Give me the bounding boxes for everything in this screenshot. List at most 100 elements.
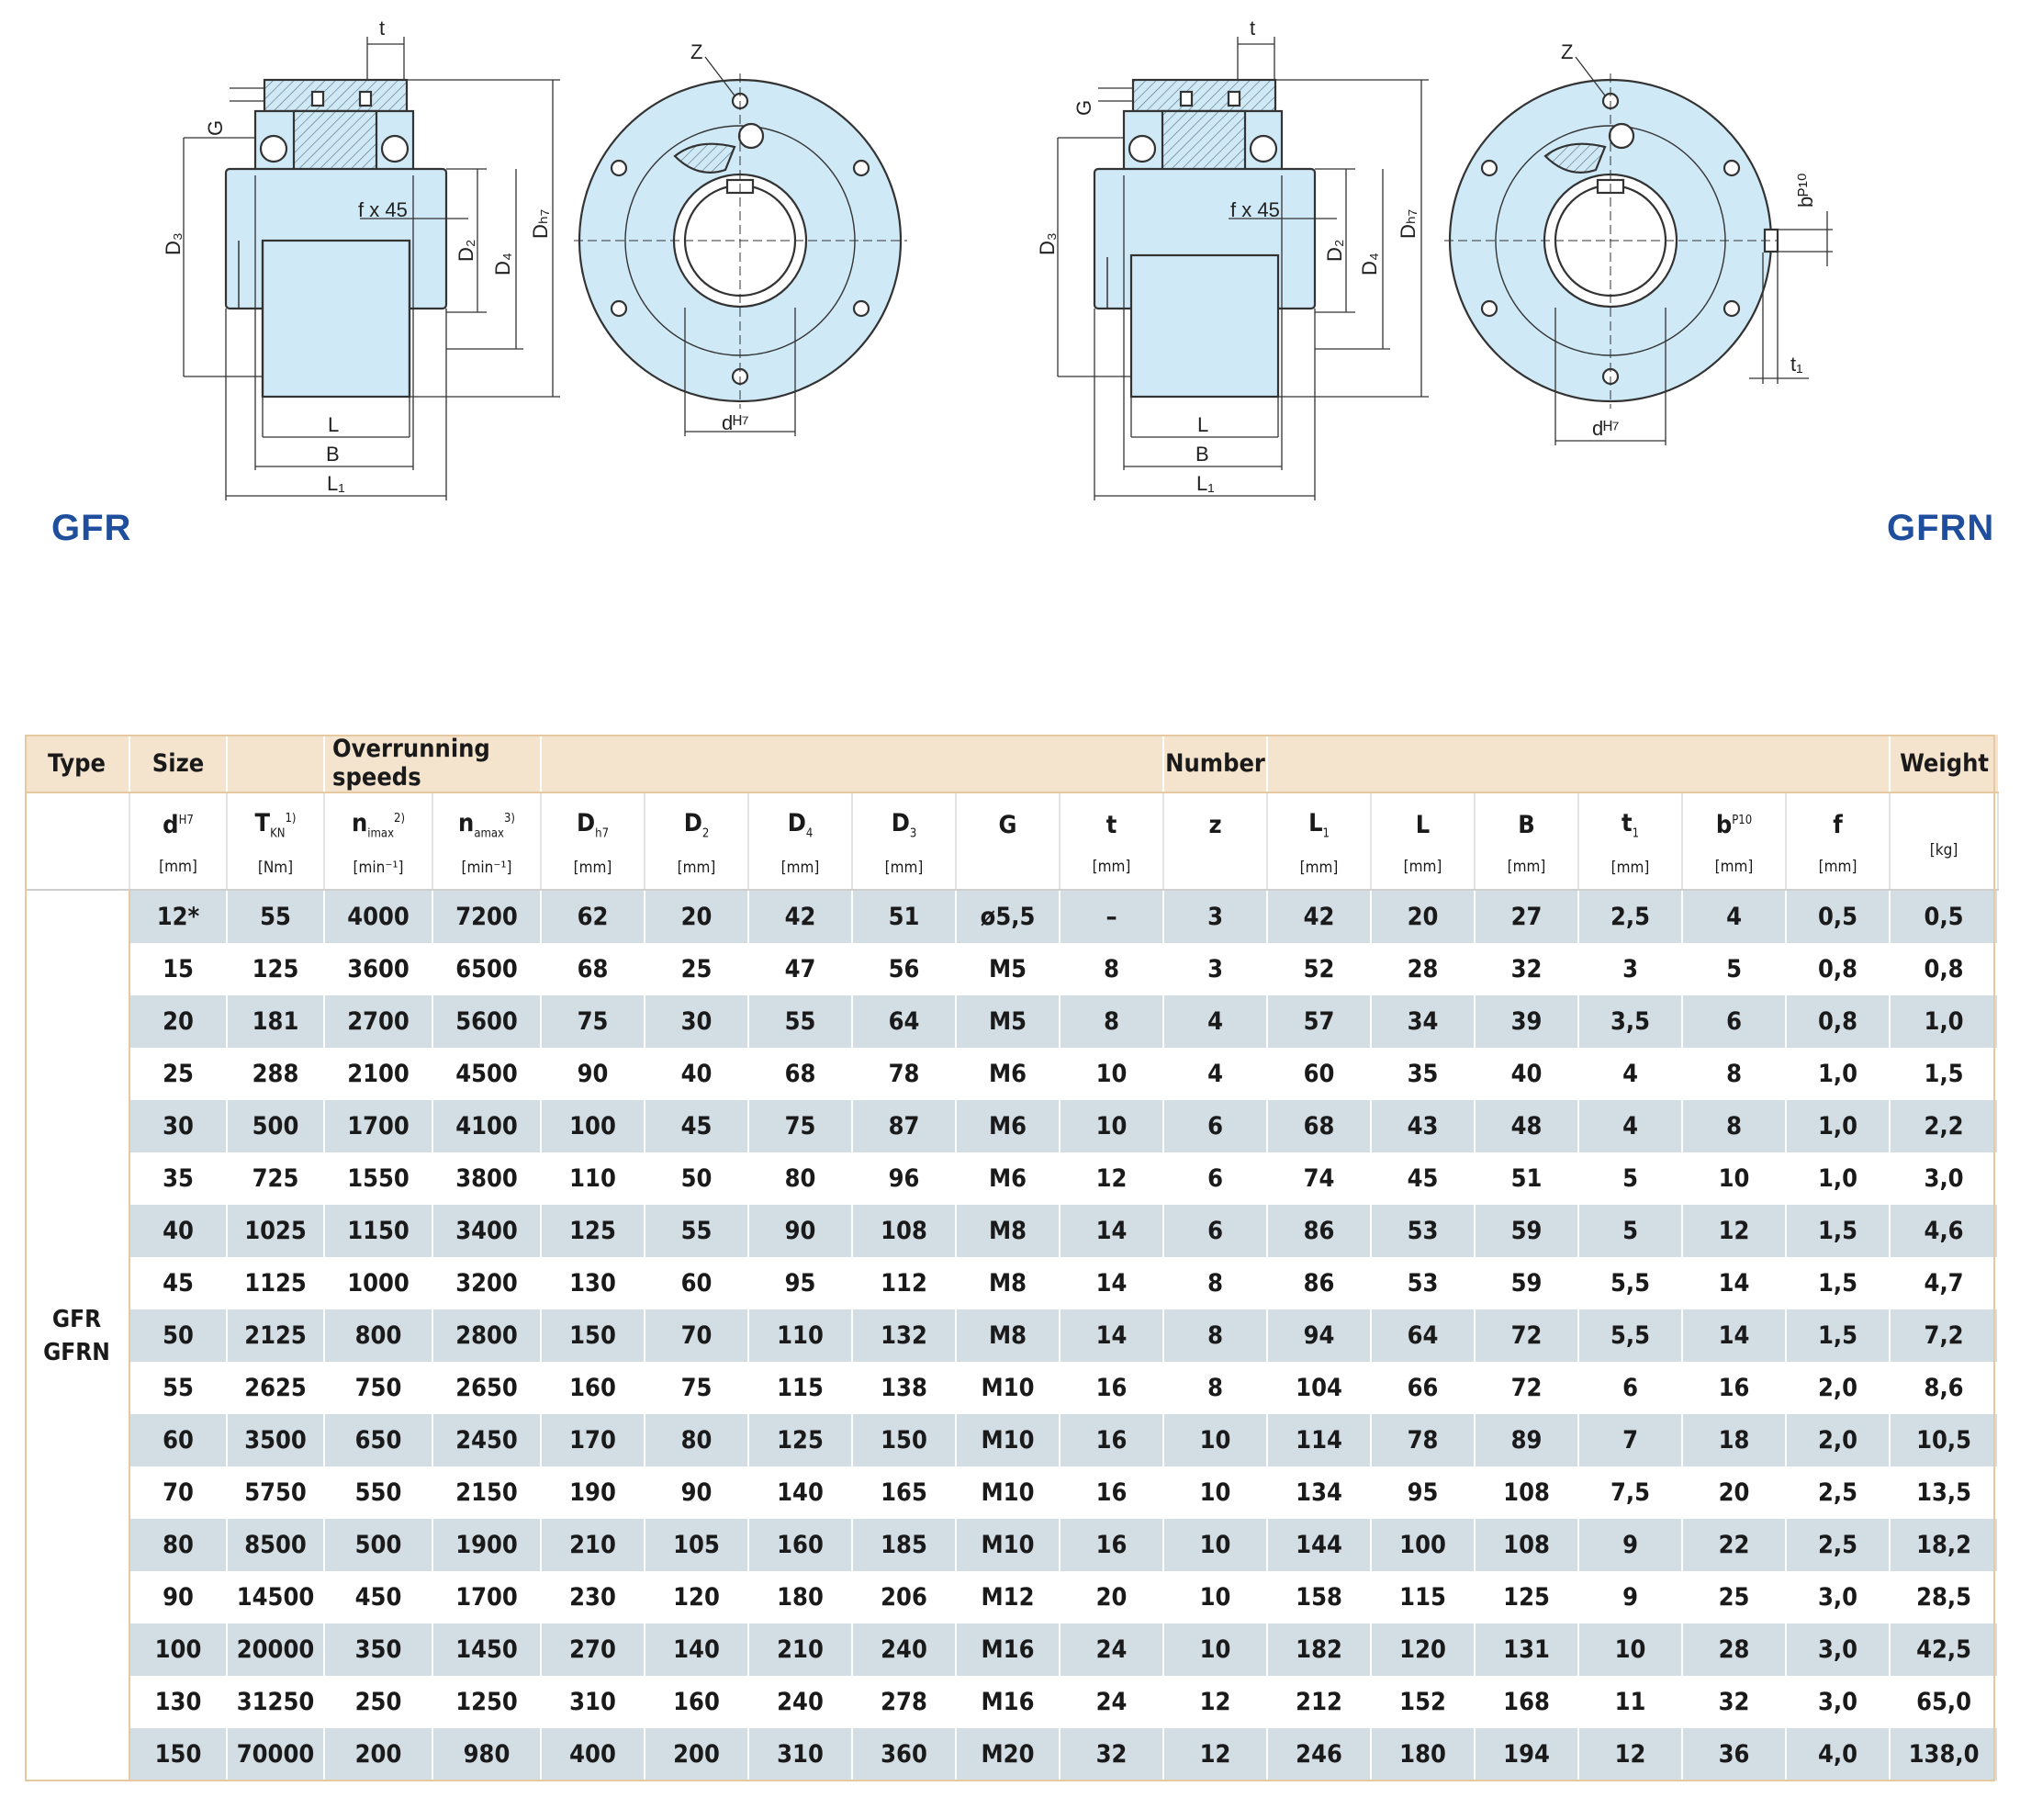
table-cell: 64 <box>1371 1309 1476 1362</box>
table-cell: 10 <box>1163 1414 1269 1466</box>
table-cell: 0,8 <box>1786 995 1891 1048</box>
column-unit: [mm] <box>780 859 820 878</box>
table-cell: 108 <box>1475 1519 1580 1571</box>
table-cell: 7,5 <box>1578 1466 1684 1519</box>
table-cell: 725 <box>227 1152 325 1205</box>
table-cell: 59 <box>1475 1205 1580 1257</box>
column-header: D4[mm] <box>748 792 853 891</box>
table-cell: 10 <box>1163 1466 1269 1519</box>
table-cell: 86 <box>1267 1205 1373 1257</box>
header-blank-3 <box>1267 735 1891 793</box>
label-z: Z <box>1561 40 1573 63</box>
table-cell: 40 <box>645 1048 749 1100</box>
table-cell: 89 <box>1475 1414 1580 1466</box>
column-unit: [min⁻¹] <box>461 859 512 878</box>
table-cell: 45 <box>1371 1152 1476 1205</box>
column-symbol: f <box>1833 810 1843 839</box>
table-cell: 270 <box>541 1623 645 1676</box>
table-cell: 90 <box>129 1571 228 1623</box>
table-cell: 500 <box>324 1519 433 1571</box>
table-cell: 130 <box>129 1676 228 1728</box>
table-cell: 158 <box>1267 1571 1373 1623</box>
table-cell: 150 <box>541 1309 645 1362</box>
table-cell: 7 <box>1578 1414 1684 1466</box>
label-l: L <box>328 413 339 436</box>
label-fx45: f x 45 <box>1230 198 1280 221</box>
table-cell: M8 <box>956 1257 1060 1309</box>
table-cell: 6500 <box>432 943 542 995</box>
table-cell: 25 <box>645 943 749 995</box>
table-cell: 75 <box>748 1100 853 1152</box>
table-cell: 1,5 <box>1786 1205 1891 1257</box>
column-unit: [mm] <box>1507 857 1546 876</box>
table-cell: 1,0 <box>1890 995 2000 1048</box>
column-unit: [mm] <box>1299 859 1339 878</box>
table-cell: 2,0 <box>1786 1362 1891 1414</box>
table-cell: 10 <box>1060 1048 1165 1100</box>
column-unit <box>957 858 1059 876</box>
table-cell: 80 <box>748 1152 853 1205</box>
column-unit: [kg] <box>1929 841 1958 859</box>
gfrn-front-view <box>1444 56 1833 445</box>
table-cell: 3 <box>1163 943 1269 995</box>
label-dh7: Dₕ₇ <box>1397 209 1420 239</box>
table-cell: 0,5 <box>1786 890 1891 943</box>
table-cell: 278 <box>852 1676 957 1728</box>
table-cell: 16 <box>1060 1466 1165 1519</box>
table-group-header-row: Type Size Overrunning speeds Number Weig… <box>25 735 1999 793</box>
label-dh7: Dₕ₇ <box>529 209 552 239</box>
table-cell: 190 <box>541 1466 645 1519</box>
table-cell: 185 <box>852 1519 957 1571</box>
table-cell: M6 <box>956 1048 1060 1100</box>
table-cell: 2,5 <box>1578 890 1684 943</box>
table-cell: 0,8 <box>1786 943 1891 995</box>
table-cell: 138,0 <box>1890 1728 2000 1781</box>
table-cell: 800 <box>324 1309 433 1362</box>
table-cell: 125 <box>541 1205 645 1257</box>
table-cell: 144 <box>1267 1519 1373 1571</box>
drawing-canvas: t G D₃ f x 45 D₂ D₄ Dₕ₇ L B L₁ <box>162 17 1833 500</box>
table-cell: 104 <box>1267 1362 1373 1414</box>
header-overrunning-speeds: Overrunning speeds <box>324 735 542 793</box>
spec-table: Type Size Overrunning speeds Number Weig… <box>25 735 2000 1781</box>
table-cell: 5,5 <box>1578 1257 1684 1309</box>
table-cell: 28,5 <box>1890 1571 2000 1623</box>
table-cell: 108 <box>852 1205 957 1257</box>
table-cell: 50 <box>129 1309 228 1362</box>
table-cell: 194 <box>1475 1728 1580 1781</box>
table-cell: M16 <box>956 1623 1060 1676</box>
table-cell: 12* <box>129 890 228 943</box>
table-cell: 100 <box>129 1623 228 1676</box>
column-unit: [Nm] <box>257 859 294 878</box>
table-cell: 60 <box>129 1414 228 1466</box>
technical-drawings: t G D₃ f x 45 D₂ D₄ Dₕ₇ L B L₁ <box>0 0 2020 661</box>
gfr-side-labels: t G D₃ f x 45 D₂ D₄ Dₕ₇ L B L₁ <box>162 17 552 495</box>
label-z: Z <box>690 40 702 63</box>
table-cell: 210 <box>748 1623 853 1676</box>
column-unit: [mm] <box>1403 857 1442 876</box>
table-cell: 4 <box>1163 1048 1269 1100</box>
table-cell: 8500 <box>227 1519 325 1571</box>
table-cell: 650 <box>324 1414 433 1466</box>
table-cell: 16 <box>1060 1414 1165 1466</box>
table-cell: 1,0 <box>1786 1048 1891 1100</box>
table-cell: 1700 <box>432 1571 542 1623</box>
table-cell: 24 <box>1060 1623 1165 1676</box>
table-cell: 20 <box>1060 1571 1165 1623</box>
table-cell: 206 <box>852 1571 957 1623</box>
table-cell: 55 <box>227 890 325 943</box>
gfrn-side-labels: t G D₃ f x 45 D₂ D₄ Dₕ₇ L B L₁ <box>1036 17 1420 495</box>
column-symbol: t <box>1105 810 1117 839</box>
table-cell: 20 <box>129 995 228 1048</box>
table-cell: 56 <box>852 943 957 995</box>
column-header: B[mm] <box>1475 792 1580 891</box>
table-cell: 70 <box>129 1466 228 1519</box>
column-unit: [mm] <box>1610 859 1650 878</box>
table-cell: 8 <box>1060 995 1165 1048</box>
column-header: L[mm] <box>1371 792 1476 891</box>
table-cell: 150 <box>852 1414 957 1466</box>
